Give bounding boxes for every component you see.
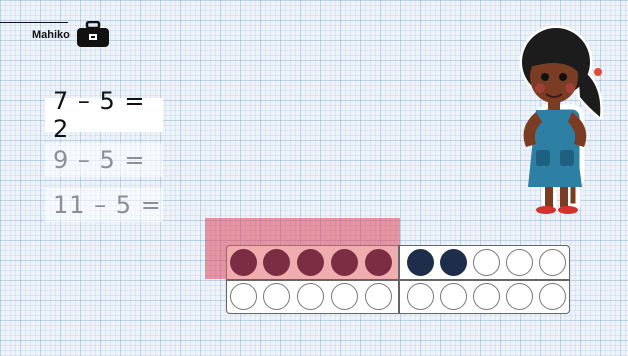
bottom-counter-6[interactable] <box>407 283 434 310</box>
top-counter-2[interactable] <box>263 249 290 276</box>
top-counter-10[interactable] <box>539 249 566 276</box>
bottom-counter-4[interactable] <box>331 283 358 310</box>
bottom-counter-3[interactable] <box>297 283 324 310</box>
toolbox-icon <box>74 21 112 49</box>
bottom-counter-9[interactable] <box>506 283 533 310</box>
brand-name: Mahiko <box>32 29 70 41</box>
bottom-counter-10[interactable] <box>539 283 566 310</box>
top-counter-6[interactable] <box>407 249 434 276</box>
equation-3[interactable]: 11 – 5 = <box>45 188 163 222</box>
bottom-counter-8[interactable] <box>473 283 500 310</box>
bottom-counter-2[interactable] <box>263 283 290 310</box>
top-counter-7[interactable] <box>440 249 467 276</box>
girl-illustration <box>508 22 618 218</box>
bottom-counter-7[interactable] <box>440 283 467 310</box>
bottom-counter-5[interactable] <box>365 283 392 310</box>
top-counter-8[interactable] <box>473 249 500 276</box>
equation-1[interactable]: 7 – 5 = 2 <box>45 98 163 132</box>
top-counter-4[interactable] <box>331 249 358 276</box>
brand: Mahiko <box>8 22 112 48</box>
bottom-counter-1[interactable] <box>230 283 257 310</box>
top-counter-1[interactable] <box>230 249 257 276</box>
equation-2[interactable]: 9 – 5 = <box>45 143 163 177</box>
frame-row-divider <box>226 279 570 281</box>
top-counter-5[interactable] <box>365 249 392 276</box>
top-counter-3[interactable] <box>297 249 324 276</box>
top-counter-9[interactable] <box>506 249 533 276</box>
